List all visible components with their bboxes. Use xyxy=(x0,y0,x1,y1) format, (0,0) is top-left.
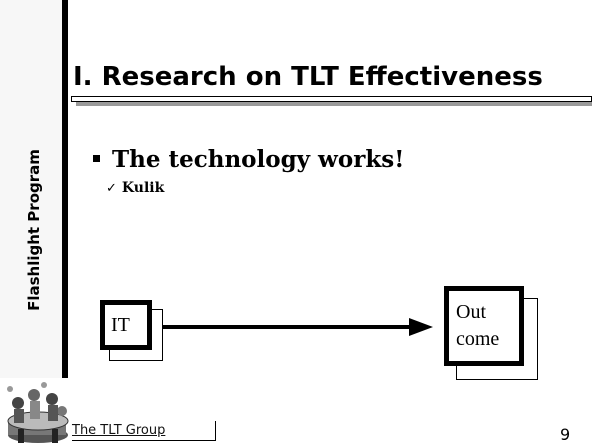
side-panel: Flashlight Program xyxy=(0,0,62,378)
title-underline-shadow xyxy=(76,101,592,106)
input-box-face: IT xyxy=(100,300,152,350)
footer-divider-tick xyxy=(215,421,216,441)
slide-title: I. Research on TLT Effectiveness xyxy=(73,62,543,92)
outcome-box-face: Out come xyxy=(444,286,524,366)
bullet-item: The technology works! xyxy=(93,146,404,173)
footer-divider xyxy=(72,440,216,441)
square-bullet-icon xyxy=(93,154,100,162)
footer-org-link[interactable]: The TLT Group xyxy=(72,423,166,438)
side-label: Flashlight Program xyxy=(25,149,43,311)
page-number: 9 xyxy=(560,425,571,444)
input-label: IT xyxy=(111,314,130,336)
title-underline xyxy=(71,96,592,102)
tlt-group-logo-icon xyxy=(7,382,69,443)
bullet-text: The technology works! xyxy=(112,146,405,173)
checkmark-icon: ✓ xyxy=(106,181,117,196)
sub-bullet-item: ✓ Kulik xyxy=(106,180,164,196)
arrow-icon xyxy=(163,318,433,336)
outcome-label-line2: come xyxy=(456,328,500,350)
side-divider xyxy=(62,0,68,378)
sub-bullet-text: Kulik xyxy=(121,180,165,196)
outcome-label-line1: Out xyxy=(456,301,486,323)
